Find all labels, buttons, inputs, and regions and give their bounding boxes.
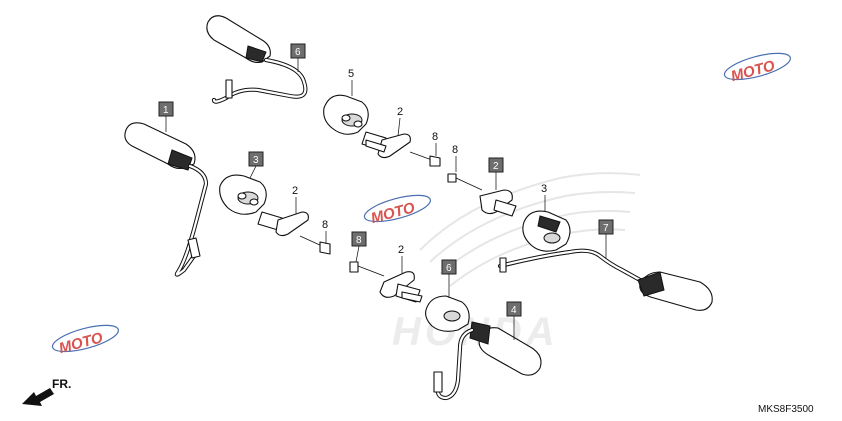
- winker-left: [124, 122, 209, 277]
- front-label: FR.: [52, 377, 71, 391]
- callout-3b: 3: [248, 151, 264, 179]
- rubber-mount-left: [219, 174, 267, 215]
- callout-8d: 8: [351, 231, 367, 263]
- callout-7: 7: [598, 219, 614, 258]
- svg-text:8: 8: [322, 219, 328, 231]
- winker-right: [497, 248, 713, 311]
- svg-text:8: 8: [356, 235, 362, 246]
- callout-2b: 2: [488, 157, 504, 190]
- callout-4: 4: [506, 301, 522, 340]
- callout-2d: 2: [398, 244, 404, 274]
- svg-text:6: 6: [446, 263, 452, 274]
- site-logo-text: MOTO: [729, 57, 777, 85]
- collar-right: [479, 189, 517, 217]
- callout-1: 1: [158, 101, 174, 132]
- svg-text:3: 3: [253, 155, 259, 166]
- rubber-mount-upper: [323, 94, 369, 135]
- svg-text:1: 1: [163, 105, 169, 116]
- svg-text:2: 2: [398, 244, 404, 256]
- svg-text:5: 5: [348, 68, 354, 80]
- front-direction-indicator: FR.: [22, 377, 71, 406]
- svg-text:2: 2: [397, 106, 403, 118]
- svg-text:7: 7: [603, 223, 609, 234]
- callout-8a: 8: [432, 131, 438, 156]
- callout-2a: 2: [397, 106, 403, 137]
- collar-lower: [379, 271, 423, 303]
- callout-2c: 2: [292, 185, 298, 214]
- callout-8c: 8: [322, 219, 328, 244]
- collar-upper: [361, 131, 411, 159]
- callout-6b: 6: [441, 259, 457, 298]
- front-arrow-icon: [22, 388, 54, 406]
- callout-5: 5: [348, 68, 354, 96]
- svg-text:4: 4: [511, 305, 517, 316]
- rubber-mount-right: [522, 210, 571, 252]
- callout-8b: 8: [452, 144, 458, 172]
- bolt-left: [299, 235, 331, 255]
- site-logo-text: MOTO: [57, 329, 105, 357]
- site-logo-left: MOTO: [51, 324, 119, 357]
- bolt-upper-2: [447, 173, 483, 191]
- collar-left: [257, 211, 309, 237]
- callout-3a: 3: [541, 183, 547, 212]
- drawing-code: MKS8F3500: [758, 404, 814, 415]
- svg-text:6: 6: [295, 47, 301, 58]
- bolt-upper-1: [409, 151, 441, 167]
- svg-text:8: 8: [452, 144, 458, 156]
- callout-6: 6: [290, 43, 306, 72]
- svg-text:2: 2: [292, 185, 298, 197]
- site-logo-top-right: MOTO: [723, 52, 791, 85]
- winker-lower: [433, 321, 542, 401]
- bolt-lower: [349, 261, 385, 277]
- svg-text:8: 8: [432, 131, 438, 143]
- rubber-mount-lower: [425, 295, 470, 332]
- site-logo-text: MOTO: [369, 199, 417, 227]
- site-logo-mid: MOTO: [363, 194, 431, 227]
- winker-upper-left: [206, 15, 308, 104]
- svg-text:2: 2: [493, 161, 499, 172]
- svg-text:3: 3: [541, 183, 547, 195]
